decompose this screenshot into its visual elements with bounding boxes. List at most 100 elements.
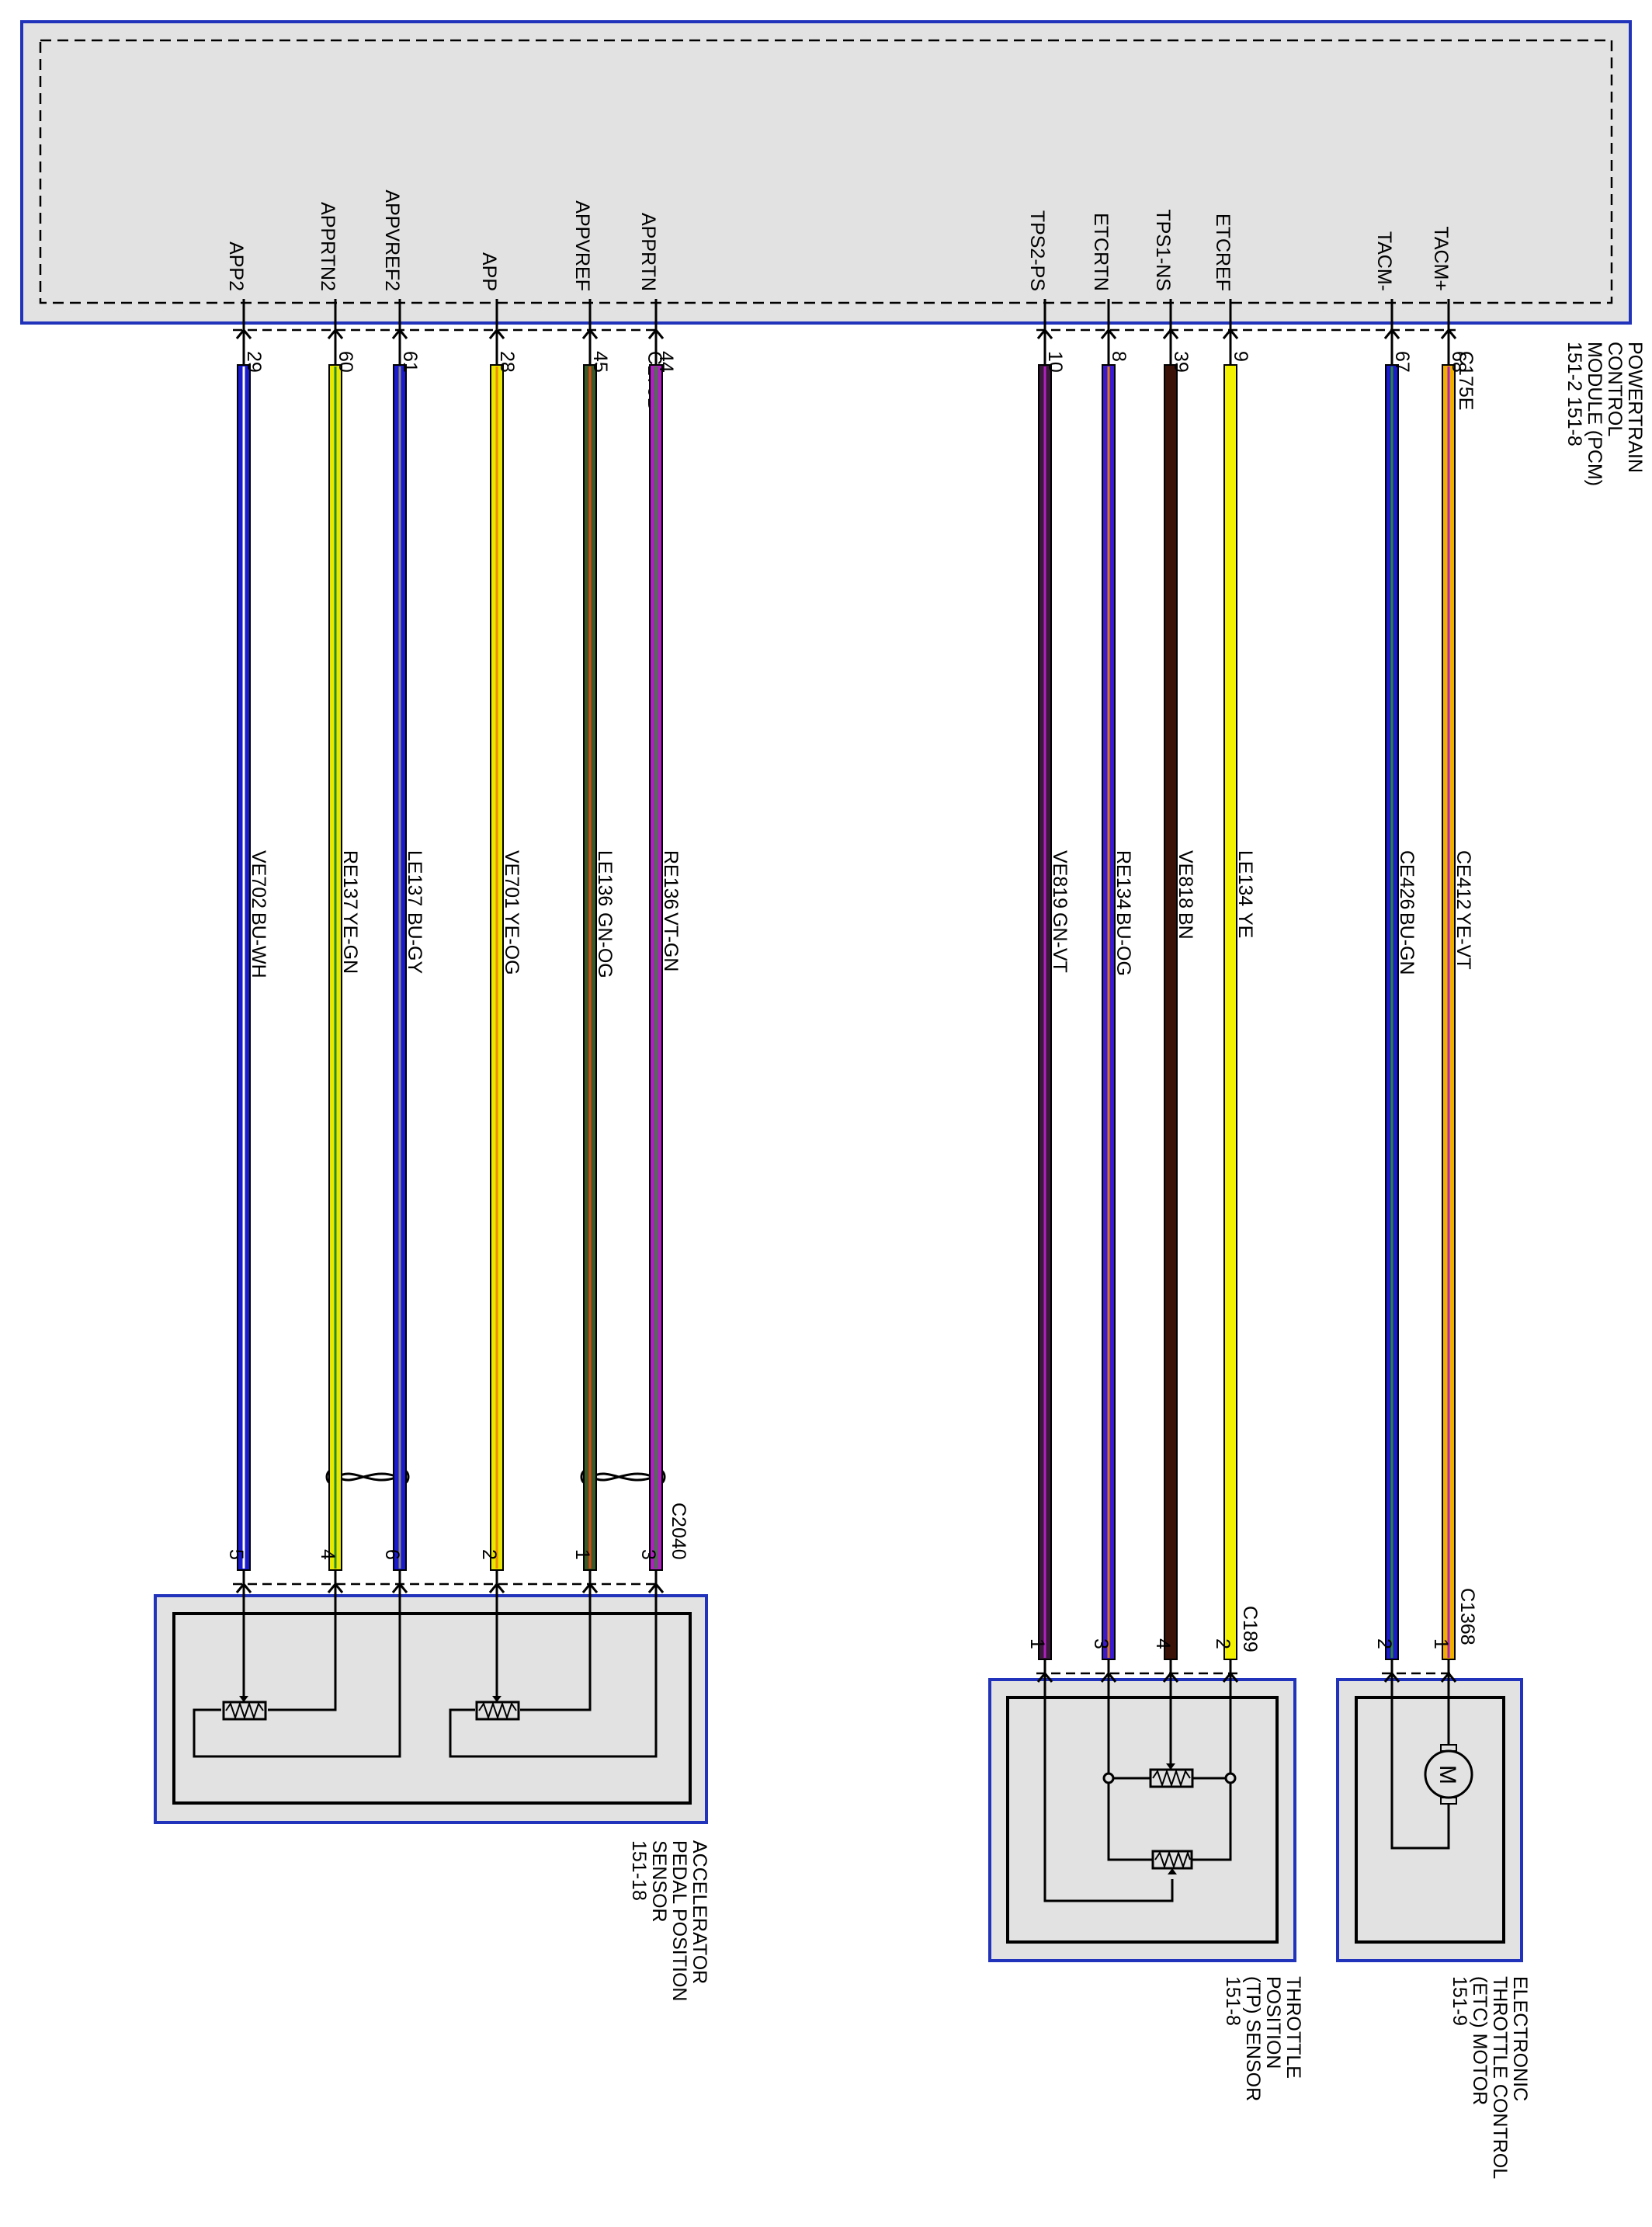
wire-etcref xyxy=(1223,364,1237,1660)
circuit-number-apprtn: RE136 xyxy=(660,850,682,909)
pcm-connector-chevron-tps1-ns xyxy=(1162,328,1179,339)
appvref2-internal-wire xyxy=(193,1584,401,1758)
apprtn2-internal-wire xyxy=(268,1584,337,1711)
pcm-connector-chevron-apprtn2 xyxy=(327,328,344,339)
component-connector-chevron-tacm- xyxy=(1383,1671,1400,1683)
motor-icon xyxy=(1424,1749,1473,1799)
wire-color-code-app: YE-OG xyxy=(501,912,522,975)
pcm-connector-chevron-tacm- xyxy=(1383,328,1400,339)
pcm-connector-chevron-etcref xyxy=(1222,328,1239,339)
pin-name-app2: APP2 xyxy=(225,241,247,291)
wire-color-code-tacm-: BU-GN xyxy=(1396,912,1418,975)
wire-layer: APP229VE702BU-WH5APPRTN260RE137YE-GN4APP… xyxy=(225,189,1474,1683)
pcm-connector-chevron-etcrtn xyxy=(1100,328,1117,339)
accelerator-pedal-position-sensor: ACCELERATOR PEDAL POSITION SENSOR 151-18 xyxy=(154,1583,710,2001)
pin-name-tacm-: TACM- xyxy=(1373,231,1395,291)
pcm-connector-chevron-appvref2 xyxy=(391,328,408,339)
pcm-pin-number-app2: 29 xyxy=(243,351,265,373)
tps2-potentiometer-icon xyxy=(1151,1850,1193,1874)
wire-color-code-tacm-plus: YE-VT xyxy=(1452,912,1474,970)
wire-tps1-ns xyxy=(1164,364,1178,1660)
wire-color-code-tps2-ps: GN-VT xyxy=(1049,912,1071,973)
pcm-pin-number-apprtn2: 60 xyxy=(335,351,356,373)
component-connector-chevron-etcref xyxy=(1222,1671,1239,1683)
pcm-pin-number-etcrtn: 8 xyxy=(1108,351,1130,362)
circuit-number-appvref2: LE137 xyxy=(404,850,425,906)
wire-color-code-etcrtn: BU-OG xyxy=(1112,912,1134,976)
component-connector-chevron-etcrtn xyxy=(1100,1671,1117,1683)
connector-c1368-label: C1368 xyxy=(1456,1588,1478,1645)
pcm-pin-number-apprtn: 44 xyxy=(655,351,677,373)
component-pin-number-tps1-ns: 4 xyxy=(1152,1638,1174,1649)
throttle-position-sensor: THROTTLE POSITION (TP) SENSOR 151-8 xyxy=(988,1672,1304,2101)
pin-name-tps2-ps: TPS2-PS xyxy=(1026,210,1048,291)
tps2-internal-wire xyxy=(1043,1673,1174,1902)
circuit-number-etcref: LE134 xyxy=(1234,850,1256,906)
component-pin-number-tps2-ps: 1 xyxy=(1026,1638,1048,1649)
etcref-internal-wire xyxy=(1192,1673,1232,1861)
circuit-number-tacm-plus: CE412 xyxy=(1452,850,1474,909)
motor-symbol: M xyxy=(1435,1765,1460,1784)
circuit-number-app: VE701 xyxy=(501,850,522,909)
appvref-internal-wire xyxy=(520,1584,592,1711)
etc-motor: M ELECTRONIC THROTTLE CONTROL (ETC) MOTO… xyxy=(1336,1672,1531,2184)
connector-c189-label: C189 xyxy=(1239,1606,1261,1652)
wire-color-code-etcref: YE xyxy=(1234,912,1256,938)
circuit-number-apprtn2: RE137 xyxy=(339,850,361,909)
circuit-number-etcrtn: RE134 xyxy=(1112,850,1134,910)
tacm-minus-internal-wire xyxy=(1390,1673,1450,1850)
component-pin-number-appvref: 1 xyxy=(571,1549,593,1560)
wire-color-code-tps1-ns: BN xyxy=(1175,912,1196,940)
pin-name-appvref: APPVREF xyxy=(571,200,593,291)
component-pin-number-tacm-: 2 xyxy=(1373,1638,1395,1649)
pcm-pin-number-app: 28 xyxy=(496,351,518,373)
pcm-connector-chevron-tps2-ps xyxy=(1036,328,1053,339)
component-connector-chevron-tps1-ns xyxy=(1162,1671,1179,1683)
circuit-number-tacm-: CE426 xyxy=(1396,850,1418,909)
pcm-connector-chevron-apprtn xyxy=(647,328,665,339)
pcm-pin-number-etcref: 9 xyxy=(1230,351,1251,362)
pin-name-etcrtn: ETCRTN xyxy=(1090,213,1112,291)
wire-color-code-appvref2: BU-GY xyxy=(404,912,425,975)
pcm-pin-number-appvref2: 61 xyxy=(399,351,421,373)
pin-name-tps1-ns: TPS1-NS xyxy=(1152,209,1174,291)
apprtn-internal-wire xyxy=(449,1584,658,1758)
pin-name-appvref2: APPVREF2 xyxy=(381,189,403,291)
component-connector-chevron-tps2-ps xyxy=(1036,1671,1053,1683)
wire-color-code-appvref: GN-OG xyxy=(594,912,616,978)
pcm-pin-number-tps1-ns: 39 xyxy=(1170,351,1192,373)
wire-color-code-app2: BU-WH xyxy=(248,912,269,978)
pcm-pin-number-tacm-: 67 xyxy=(1391,351,1413,373)
pin-name-apprtn: APPRTN xyxy=(637,213,659,291)
pcm-pin-number-appvref: 45 xyxy=(589,351,611,373)
component-pin-number-etcrtn: 3 xyxy=(1090,1638,1112,1649)
circuit-number-tps1-ns: VE818 xyxy=(1175,850,1196,909)
app-potentiometer-icon xyxy=(475,1696,520,1721)
pcm-name: POWERTRAIN CONTROL MODULE (PCM) 151-2 15… xyxy=(1564,342,1646,492)
component-pin-number-apprtn2: 4 xyxy=(317,1549,338,1560)
component-pin-number-apprtn: 3 xyxy=(637,1549,659,1560)
wire-color-code-apprtn2: YE-GN xyxy=(339,912,361,974)
component-connector-chevron-appvref xyxy=(581,1582,599,1593)
component-connector-chevron-apprtn2 xyxy=(327,1582,344,1593)
circuit-number-tps2-ps: VE819 xyxy=(1049,850,1071,909)
component-pin-number-tacm-plus: 1 xyxy=(1430,1638,1452,1649)
etcrtn-internal-wire xyxy=(1107,1673,1153,1861)
pin-name-etcref: ETCREF xyxy=(1212,214,1234,291)
component-pin-number-appvref2: 6 xyxy=(381,1549,403,1560)
etc-motor-name: ELECTRONIC THROTTLE CONTROL (ETC) MOTOR … xyxy=(1449,1976,1531,2184)
pcm-connector-chevron-app xyxy=(488,328,505,339)
circuit-number-appvref: LE136 xyxy=(594,850,616,906)
component-connector-chevron-appvref2 xyxy=(391,1582,408,1593)
component-connector-chevron-app2 xyxy=(235,1582,252,1593)
pin-name-apprtn2: APPRTN2 xyxy=(317,202,338,291)
connector-c2040-label: C2040 xyxy=(668,1503,689,1560)
circuit-number-app2: VE702 xyxy=(248,850,269,909)
component-pin-number-app: 2 xyxy=(478,1549,500,1560)
pcm-connector-chevron-appvref xyxy=(581,328,599,339)
component-connector-chevron-app xyxy=(488,1582,505,1593)
component-connector-chevron-tacm-plus xyxy=(1440,1671,1457,1683)
pin-name-app: APP xyxy=(478,252,500,291)
tps1-potentiometer-icon xyxy=(1149,1763,1194,1788)
